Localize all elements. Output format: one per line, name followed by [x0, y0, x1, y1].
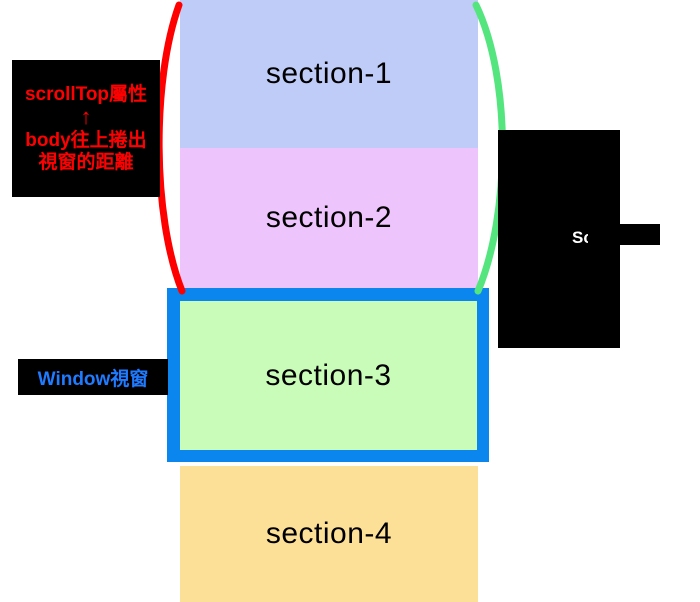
- section-block-3: section-3: [180, 301, 477, 450]
- redaction-bar: [588, 224, 660, 245]
- left-bracket-red-curve: [155, 1, 186, 295]
- window-annotation-label: Window視窗: [37, 368, 149, 390]
- scrolltop-desc-line-1: body往上捲出: [25, 130, 147, 152]
- scrolltop-annotation: scrollTop屬性 ↑ body往上捲出 視窗的距離: [12, 60, 160, 197]
- window-annotation: Window視窗: [18, 359, 168, 395]
- section-label-2: section-2: [265, 201, 393, 234]
- right-annotation-label: Sc: [572, 228, 593, 247]
- section-label-1: section-1: [265, 57, 393, 90]
- section-block-1: section-1: [180, 0, 478, 148]
- up-arrow-icon: ↑: [80, 104, 92, 130]
- section-label-4: section-4: [265, 517, 393, 550]
- scrolltop-desc-line-2: 視窗的距離: [38, 151, 134, 173]
- window-viewport-frame: section-3: [167, 288, 489, 462]
- section-label-3: section-3: [265, 358, 392, 392]
- scrolltop-title: scrollTop屬性: [24, 84, 148, 106]
- section-block-2: section-2: [180, 148, 478, 288]
- section-block-4: section-4: [180, 466, 478, 602]
- right-scroll-annotation: Sc: [498, 130, 660, 348]
